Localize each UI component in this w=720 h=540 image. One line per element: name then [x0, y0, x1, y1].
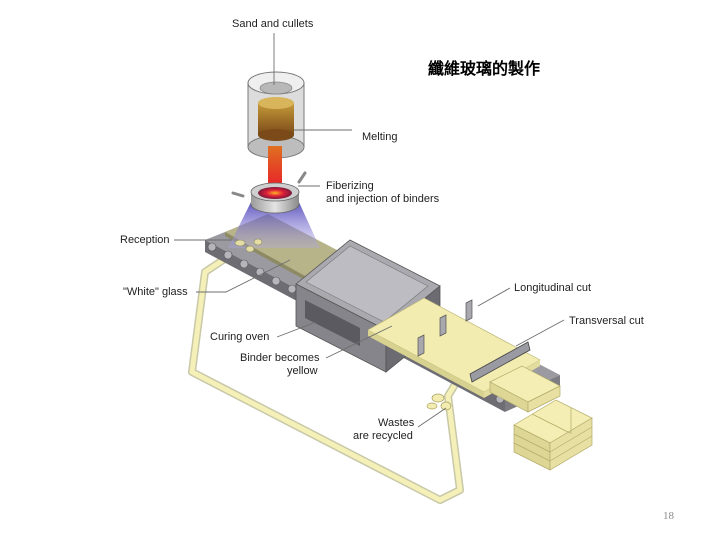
- leader-lines: [174, 33, 565, 428]
- recycle-pipe: [188, 246, 474, 504]
- slide-title: 纖維玻璃的製作: [428, 59, 540, 78]
- stacked-batts: [513, 399, 593, 471]
- label-binder-yellow: yellow: [287, 365, 318, 377]
- melting-furnace: [247, 71, 305, 159]
- label-transversal-cut: Transversal cut: [569, 315, 644, 327]
- label-reception: Reception: [120, 234, 170, 246]
- fiberizing-spinner: [250, 182, 300, 214]
- reception-waste-bits: [234, 238, 263, 253]
- molten-glass-stream: [268, 146, 282, 188]
- cut-batts: [489, 365, 561, 413]
- label-white-glass: "White" glass: [123, 286, 188, 298]
- label-binder-becomes: Binder becomes: [240, 352, 320, 364]
- label-curing-oven: Curing oven: [210, 331, 269, 343]
- label-longitudinal-cut: Longitudinal cut: [514, 282, 591, 294]
- page-number: 18: [663, 510, 675, 522]
- label-sand-and-cullets: Sand and cullets: [232, 18, 314, 30]
- label-wastes-recycled: are recycled: [353, 430, 413, 442]
- binder-nozzles: [231, 171, 307, 198]
- transversal-cut-blade: [469, 341, 531, 383]
- label-melting: Melting: [362, 131, 397, 143]
- label-wastes: Wastes: [378, 417, 415, 429]
- fiber-spray: [228, 200, 320, 248]
- waste-bits: [426, 393, 452, 411]
- label-fiberizing: Fiberizing: [326, 180, 374, 192]
- label-fiberizing-binders: and injection of binders: [326, 193, 440, 205]
- longitudinal-cut-blades: [417, 299, 473, 357]
